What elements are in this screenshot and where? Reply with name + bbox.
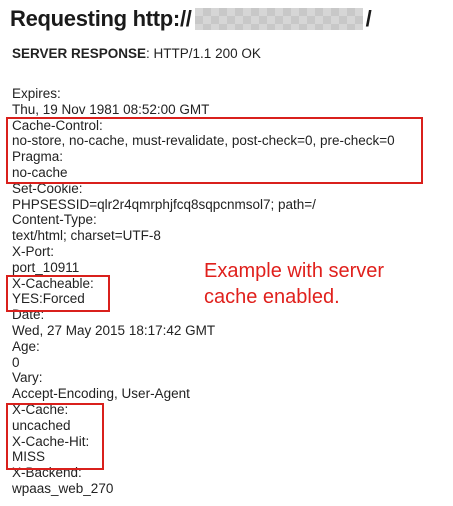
header-line: Pragma: bbox=[12, 149, 64, 165]
server-response-label: SERVER RESPONSE bbox=[12, 46, 147, 61]
header-line: 0 bbox=[12, 354, 20, 370]
server-response-line: SERVER RESPONSE: HTTP/1.1 200 OK bbox=[12, 46, 261, 61]
header-line: YES:Forced bbox=[12, 291, 85, 307]
header-line: X-Cacheable: bbox=[12, 275, 94, 291]
header-line: Wed, 27 May 2015 18:17:42 GMT bbox=[12, 322, 216, 338]
header-line: Expires: bbox=[12, 86, 61, 101]
annotation-line-2: cache enabled. bbox=[204, 286, 340, 308]
server-response-status: : HTTP/1.1 200 OK bbox=[146, 46, 261, 61]
page-title-prefix: Requesting http:// bbox=[10, 6, 192, 31]
header-line: uncached bbox=[12, 417, 71, 433]
header-line: port_10911 bbox=[12, 259, 80, 275]
header-line: X-Port: bbox=[12, 243, 55, 259]
header-line: text/html; charset=UTF-8 bbox=[12, 228, 161, 244]
header-line: no-cache bbox=[12, 164, 68, 180]
header-line: Age: bbox=[12, 338, 40, 354]
page-title-suffix: / bbox=[365, 6, 372, 31]
response-headers-list: Expires: Thu, 19 Nov 1981 08:52:00 GMT C… bbox=[12, 86, 395, 497]
header-line: X-Cache: bbox=[12, 401, 69, 417]
header-line: PHPSESSID=qlr2r4qmrphjfcq8sqpcnmsol7; pa… bbox=[12, 196, 316, 212]
header-line: X-Backend: bbox=[12, 465, 82, 481]
header-line: Accept-Encoding, User-Agent bbox=[12, 386, 190, 402]
page-title: Requesting http:// / bbox=[10, 4, 372, 34]
header-line: Content-Type: bbox=[12, 212, 97, 228]
annotation-note: Example with server cache enabled. bbox=[204, 258, 384, 310]
header-line: Vary: bbox=[12, 370, 43, 386]
header-line: MISS bbox=[12, 449, 46, 465]
redacted-host bbox=[194, 8, 363, 30]
header-line: Set-Cookie: bbox=[12, 180, 83, 196]
header-line: no-store, no-cache, must-revalidate, pos… bbox=[12, 133, 395, 149]
header-line: X-Cache-Hit: bbox=[12, 433, 90, 449]
header-line: wpaas_web_270 bbox=[12, 480, 114, 496]
header-line: Cache-Control: bbox=[12, 117, 103, 133]
header-line: Thu, 19 Nov 1981 08:52:00 GMT bbox=[12, 101, 210, 117]
annotation-line-1: Example with server bbox=[204, 260, 385, 282]
